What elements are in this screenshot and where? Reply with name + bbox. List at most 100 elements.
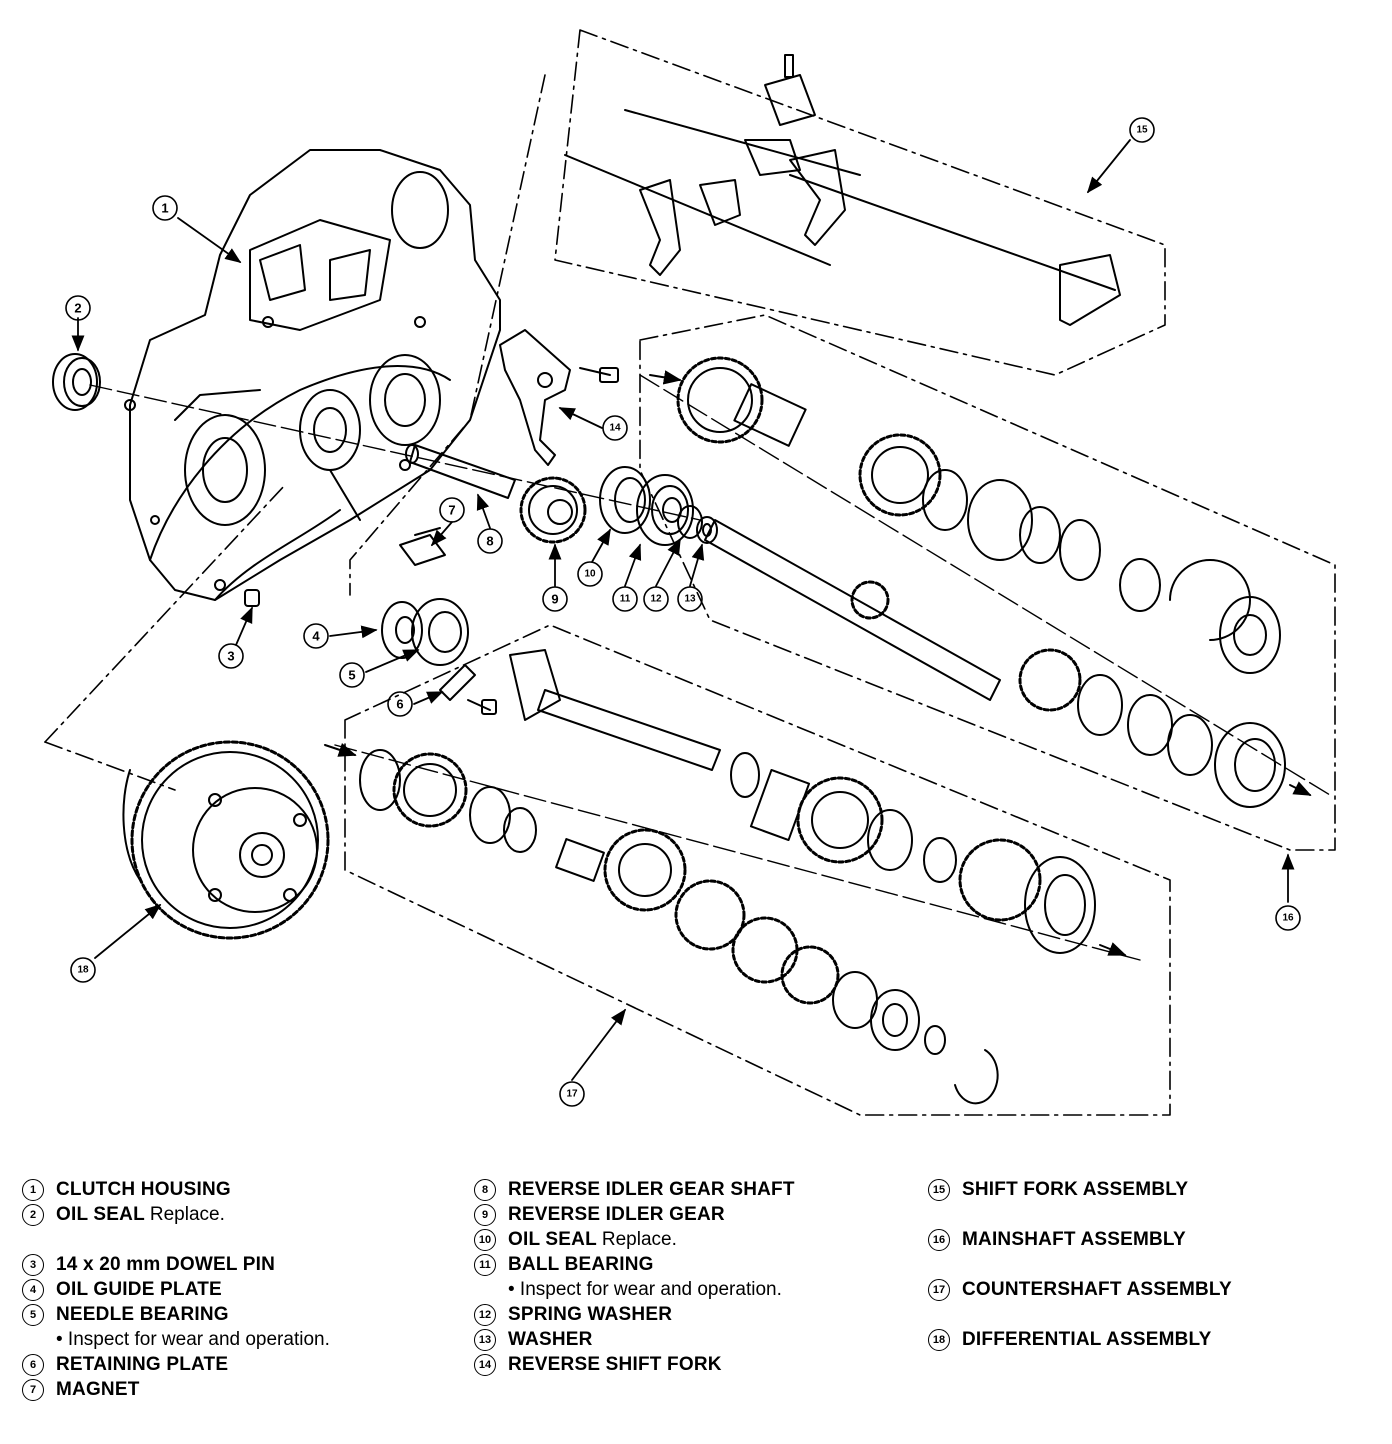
legend-name: NEEDLE BEARING <box>56 1304 229 1325</box>
oil-seal-10-drawing <box>599 466 651 534</box>
exploded-transmission-diagram: 1 2 3 4 5 6 7 8 9 10 11 12 13 14 15 16 1… <box>44 29 1336 1116</box>
legend-number: 7 <box>22 1379 44 1401</box>
callout-6: 6 <box>396 697 403 712</box>
legend-name: COUNTERSHAFT ASSEMBLY <box>962 1279 1232 1300</box>
legend-item-oil-guide-plate: 4 OIL GUIDE PLATE <box>22 1278 222 1302</box>
legend-item-reverse-idler-gear-shaft: 8 REVERSE IDLER GEAR SHAFT <box>474 1178 795 1202</box>
callout-10: 10 <box>584 569 596 580</box>
legend-name: MAGNET <box>56 1379 140 1400</box>
countershaft-group-outline <box>344 624 1171 1116</box>
legend-name: REVERSE SHIFT FORK <box>508 1354 722 1375</box>
needle-bearing-drawing <box>411 598 469 666</box>
legend-name: 14 x 20 mm DOWEL PIN <box>56 1254 276 1275</box>
shaft-centerlines <box>89 374 1331 961</box>
legend-item-dowel-pin: 3 14 x 20 mm DOWEL PIN <box>22 1253 275 1277</box>
legend-name: DIFFERENTIAL ASSEMBLY <box>962 1329 1212 1350</box>
differential-group-outline <box>44 484 286 791</box>
legend-item-magnet: 7 MAGNET <box>22 1378 140 1402</box>
callout-8: 8 <box>486 534 493 549</box>
callout-1: 1 <box>161 201 168 216</box>
legend-item-reverse-shift-fork: 14 REVERSE SHIFT FORK <box>474 1353 722 1377</box>
housing-to-fork-dashline <box>349 74 546 596</box>
legend-item-differential-assembly: 18 DIFFERENTIAL ASSEMBLY <box>928 1328 1211 1352</box>
legend-subnote: • Inspect for wear and operation. <box>508 1279 782 1300</box>
legend-number: 1 <box>22 1179 44 1201</box>
legend-note: Replace. <box>149 1204 225 1225</box>
legend-number: 2 <box>22 1204 44 1226</box>
legend-number: 17 <box>928 1279 950 1301</box>
callout-17: 17 <box>566 1089 578 1100</box>
legend-number: 4 <box>22 1279 44 1301</box>
legend-number: 10 <box>474 1229 496 1251</box>
legend-name: RETAINING PLATE <box>56 1354 229 1375</box>
callout-4: 4 <box>312 629 320 644</box>
callout-12: 12 <box>650 594 662 605</box>
clutch-housing-drawing <box>124 149 501 601</box>
mainshaft-assembly-drawing <box>649 356 1312 808</box>
legend-name: BALL BEARING <box>508 1254 654 1275</box>
callout-14: 14 <box>609 423 621 434</box>
legend-item-clutch-housing: 1 CLUTCH HOUSING <box>22 1178 231 1202</box>
legend-item-spring-washer: 12 SPRING WASHER <box>474 1303 672 1327</box>
legend-name: OIL GUIDE PLATE <box>56 1279 222 1300</box>
shift-fork-assembly-drawing <box>564 54 1121 326</box>
legend-name: REVERSE IDLER GEAR SHAFT <box>508 1179 795 1200</box>
legend-note: Replace. <box>601 1229 677 1250</box>
callout-18: 18 <box>77 965 89 976</box>
legend-item-reverse-idler-gear: 9 REVERSE IDLER GEAR <box>474 1203 725 1227</box>
mainshaft-group-outline <box>639 314 1336 851</box>
spring-washer-drawing <box>677 505 703 539</box>
callout-2: 2 <box>74 301 81 316</box>
legend-subnote: • Inspect for wear and operation. <box>56 1329 330 1350</box>
reverse-shift-fork-drawing <box>499 329 619 466</box>
legend-number: 9 <box>474 1204 496 1226</box>
callout-3: 3 <box>227 649 234 664</box>
retaining-plate-drawing <box>439 664 497 715</box>
dowel-pin-drawing <box>244 589 260 607</box>
legend-number: 11 <box>474 1254 496 1276</box>
legend-name: SPRING WASHER <box>508 1304 673 1325</box>
oil-guide-plate-drawing <box>381 601 423 659</box>
legend-item-needle-bearing: 5 NEEDLE BEARING <box>22 1303 229 1327</box>
reverse-idler-shaft-drawing <box>405 444 516 499</box>
legend-name: WASHER <box>508 1329 593 1350</box>
legend-number: 18 <box>928 1329 950 1351</box>
oil-seal-2-drawing <box>52 353 101 411</box>
legend-number: 8 <box>474 1179 496 1201</box>
callout-16: 16 <box>1282 913 1294 924</box>
legend-number: 14 <box>474 1354 496 1376</box>
legend-name: OIL SEAL <box>508 1229 597 1250</box>
ball-bearing-11-drawing <box>636 474 694 546</box>
legend-number: 6 <box>22 1354 44 1376</box>
legend-number: 16 <box>928 1229 950 1251</box>
legend-item-countershaft-assembly: 17 COUNTERSHAFT ASSEMBLY <box>928 1278 1232 1302</box>
legend-item-retaining-plate: 6 RETAINING PLATE <box>22 1353 228 1377</box>
legend-name: SHIFT FORK ASSEMBLY <box>962 1179 1189 1200</box>
legend-name: MAINSHAFT ASSEMBLY <box>962 1229 1186 1250</box>
legend-item-shift-fork-assembly: 15 SHIFT FORK ASSEMBLY <box>928 1178 1188 1202</box>
legend-number: 12 <box>474 1304 496 1326</box>
callout-15: 15 <box>1136 125 1148 136</box>
legend-item-washer: 13 WASHER <box>474 1328 593 1352</box>
callout-5: 5 <box>348 668 355 683</box>
differential-assembly-drawing <box>122 740 330 940</box>
legend-item-ball-bearing: 11 BALL BEARING <box>474 1253 654 1277</box>
legend-name: CLUTCH HOUSING <box>56 1179 231 1200</box>
legend-number: 3 <box>22 1254 44 1276</box>
legend-number: 5 <box>22 1304 44 1326</box>
legend-item-mainshaft-assembly: 16 MAINSHAFT ASSEMBLY <box>928 1228 1186 1252</box>
callout-circles <box>65 117 1301 1107</box>
callout-7: 7 <box>448 503 455 518</box>
countershaft-assembly-drawing <box>324 649 1127 1105</box>
legend-name: REVERSE IDLER GEAR <box>508 1204 725 1225</box>
leader-arrows <box>71 139 1295 1081</box>
callout-9: 9 <box>551 592 558 607</box>
magnet-drawing <box>399 527 446 566</box>
legend-number: 13 <box>474 1329 496 1351</box>
callout-11: 11 <box>620 594 631 605</box>
legend-number: 15 <box>928 1179 950 1201</box>
legend-name: OIL SEAL <box>56 1204 145 1225</box>
